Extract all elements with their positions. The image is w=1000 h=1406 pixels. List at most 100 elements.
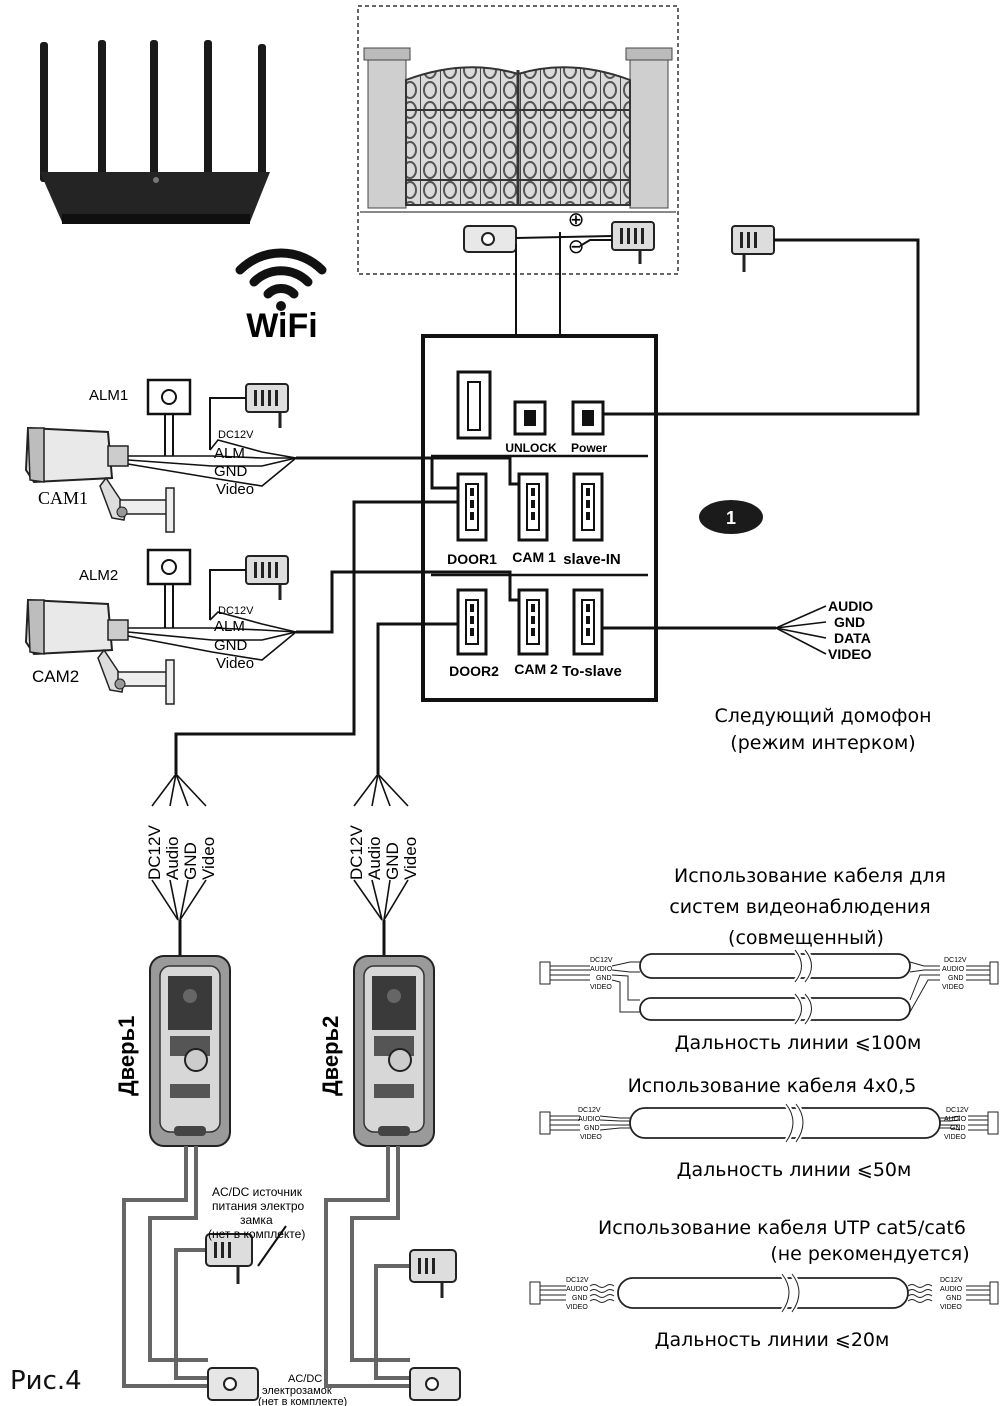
- cam2-wire-video: Video: [216, 655, 254, 672]
- door1-main-wire: [174, 500, 458, 774]
- cable-utp-right-audio: AUDIO: [940, 1286, 963, 1293]
- door1-psu-note: AC/DC источник питания электро замка (не…: [208, 1185, 305, 1241]
- cable-4x05-drawing: DC12V AUDIO GND VIDEO DC12V AUDIO GND VI…: [539, 1102, 999, 1144]
- cable-cctv-drawing: DC12V AUDIO GND VIDEO DC12V AUDIO GND VI…: [539, 948, 999, 1026]
- cable-cctv-left-dc: DC12V: [590, 957, 613, 964]
- cable-utp-left-video: VIDEO: [566, 1304, 588, 1311]
- door1-wire-labels: DC12V Audio GND Video: [145, 825, 218, 880]
- door1-lock-wires: [122, 1146, 208, 1388]
- gate-icon: [360, 47, 676, 213]
- cable-utp-range: Дальность линии ⩽20м: [655, 1329, 890, 1351]
- door1-psu-note-1: AC/DC источник: [212, 1185, 303, 1199]
- cable-4x05-right-dc: DC12V: [946, 1107, 969, 1114]
- door-station-2-icon: [353, 955, 435, 1147]
- door2-wire-audio: Audio: [365, 837, 384, 880]
- cable-4x05-right-gnd: GND: [950, 1125, 966, 1132]
- camera-1-icon: [24, 426, 175, 533]
- port-door2-icon: [456, 588, 488, 656]
- cable-utp-left-dc: DC12V: [566, 1277, 589, 1284]
- cable-utp-right-dc: DC12V: [940, 1277, 963, 1284]
- alarm-sensor-2-icon: [146, 548, 192, 628]
- slave-bus-wires: [602, 605, 827, 655]
- port-power-icon: [571, 400, 605, 436]
- gate-lock-icon: [463, 225, 517, 253]
- door2-wire-dc: DC12V: [347, 825, 366, 880]
- next-intercom-line1: Следующий домофон: [714, 705, 931, 727]
- door1-wire-gnd: GND: [181, 842, 200, 880]
- cable-utp-left-gnd: GND: [572, 1295, 588, 1302]
- port-cam2-label: CAM 2: [514, 661, 558, 677]
- alarm-sensor-1-icon: [146, 378, 192, 456]
- slave-bus-gnd: GND: [834, 614, 865, 630]
- monitor-power-adapter-icon: [731, 225, 775, 272]
- cable-cctv-title-3: (совмещенный): [728, 927, 884, 949]
- cam1-wire-dc: DC12V: [218, 429, 254, 441]
- port-slave-in-label: slave-IN: [563, 551, 621, 568]
- door1-fan-wires: [151, 773, 207, 958]
- plus-symbol: ⊕: [568, 207, 585, 231]
- slave-bus-data: DATA: [834, 630, 871, 646]
- camera-2-wires: [127, 570, 519, 661]
- cable-4x05-left-audio: AUDIO: [578, 1116, 601, 1123]
- minus-symbol: ⊖: [568, 234, 585, 258]
- cable-cctv-title-1: Использование кабеля для: [674, 865, 946, 887]
- cable-4x05-left-dc: DC12V: [578, 1107, 601, 1114]
- cam2-wire-alm: ALM: [214, 618, 245, 635]
- port-slave-in-icon: [572, 472, 604, 542]
- gate-power-adapter-icon: [611, 221, 655, 264]
- camera-2-icon: [24, 598, 175, 705]
- cable-utp-right-gnd: GND: [946, 1295, 962, 1302]
- cam2-label: CAM2: [32, 667, 79, 686]
- door1-psu-leader: [257, 1225, 287, 1267]
- port-cam1-icon: [517, 472, 549, 542]
- cable-cctv-left-gnd: GND: [596, 975, 612, 982]
- cable-4x05-left-video: VIDEO: [580, 1134, 602, 1141]
- cable-cctv-range: Дальность линии ⩽100м: [675, 1032, 922, 1054]
- cable-utp-drawing: DC12V AUDIO GND VIDEO DC12V AUDIO GND VI…: [529, 1272, 999, 1314]
- cable-cctv-title-2: систем видеонаблюдения: [669, 896, 930, 918]
- cable-cctv-right-audio: AUDIO: [942, 966, 965, 973]
- camera-1-power-adapter-icon: [209, 383, 289, 450]
- cam1-label: CAM1: [38, 488, 88, 508]
- cam1-wire-alm: ALM: [214, 445, 245, 462]
- port-power-label: Power: [571, 441, 607, 455]
- power-wire: [604, 238, 920, 416]
- cam1-port-wire: [432, 456, 519, 486]
- cable-4x05-left-gnd: GND: [584, 1125, 600, 1132]
- door1-lock-note-3: (нет в комплекте): [258, 1396, 347, 1406]
- port-to-slave-icon: [572, 588, 604, 656]
- cam1-wire-video: Video: [216, 481, 254, 498]
- slave-bus-video: VIDEO: [828, 646, 872, 662]
- door2-label: Дверь2: [318, 1016, 343, 1096]
- door1-psu-note-2: питания электро: [212, 1199, 304, 1213]
- door1-lock-icon: [207, 1367, 259, 1401]
- door2-lock-icon: [409, 1367, 461, 1401]
- door2-psu-icon: [409, 1249, 457, 1298]
- port-door1-label: DOOR1: [447, 551, 497, 567]
- cable-4x05-right-video: VIDEO: [944, 1134, 966, 1141]
- wifi-icon: [235, 248, 327, 311]
- cam1-wire-gnd: GND: [214, 463, 248, 480]
- cable-utp-left-audio: AUDIO: [566, 1286, 589, 1293]
- port-door2-label: DOOR2: [449, 663, 499, 679]
- next-intercom-line2: (режим интерком): [730, 732, 915, 754]
- monitor-badge: 1: [699, 500, 763, 534]
- door1-lock-note-1: AC/DC: [288, 1373, 322, 1385]
- door1-lock-note-2: электрозамок: [262, 1385, 332, 1397]
- door2-main-wire: [376, 622, 458, 774]
- cable-utp-title-2: (не рекомендуется): [770, 1243, 969, 1265]
- cable-4x05-title: Использование кабеля 4х0,5: [628, 1075, 917, 1097]
- port-door1-icon: [456, 472, 488, 542]
- cable-cctv-left-audio: AUDIO: [590, 966, 613, 973]
- port-cam1-label: CAM 1: [512, 549, 556, 565]
- cam2-wire-dc: DC12V: [218, 605, 254, 617]
- alm2-label: ALM2: [79, 567, 118, 584]
- figure-caption: Рис.4: [10, 1366, 82, 1396]
- router: [40, 40, 270, 224]
- port-cam2-icon: [517, 588, 549, 656]
- cable-4x05-right-audio: AUDIO: [944, 1116, 967, 1123]
- sd-slot: [456, 370, 492, 440]
- cable-utp-right-video: VIDEO: [940, 1304, 962, 1311]
- door1-wire-dc: DC12V: [145, 825, 164, 880]
